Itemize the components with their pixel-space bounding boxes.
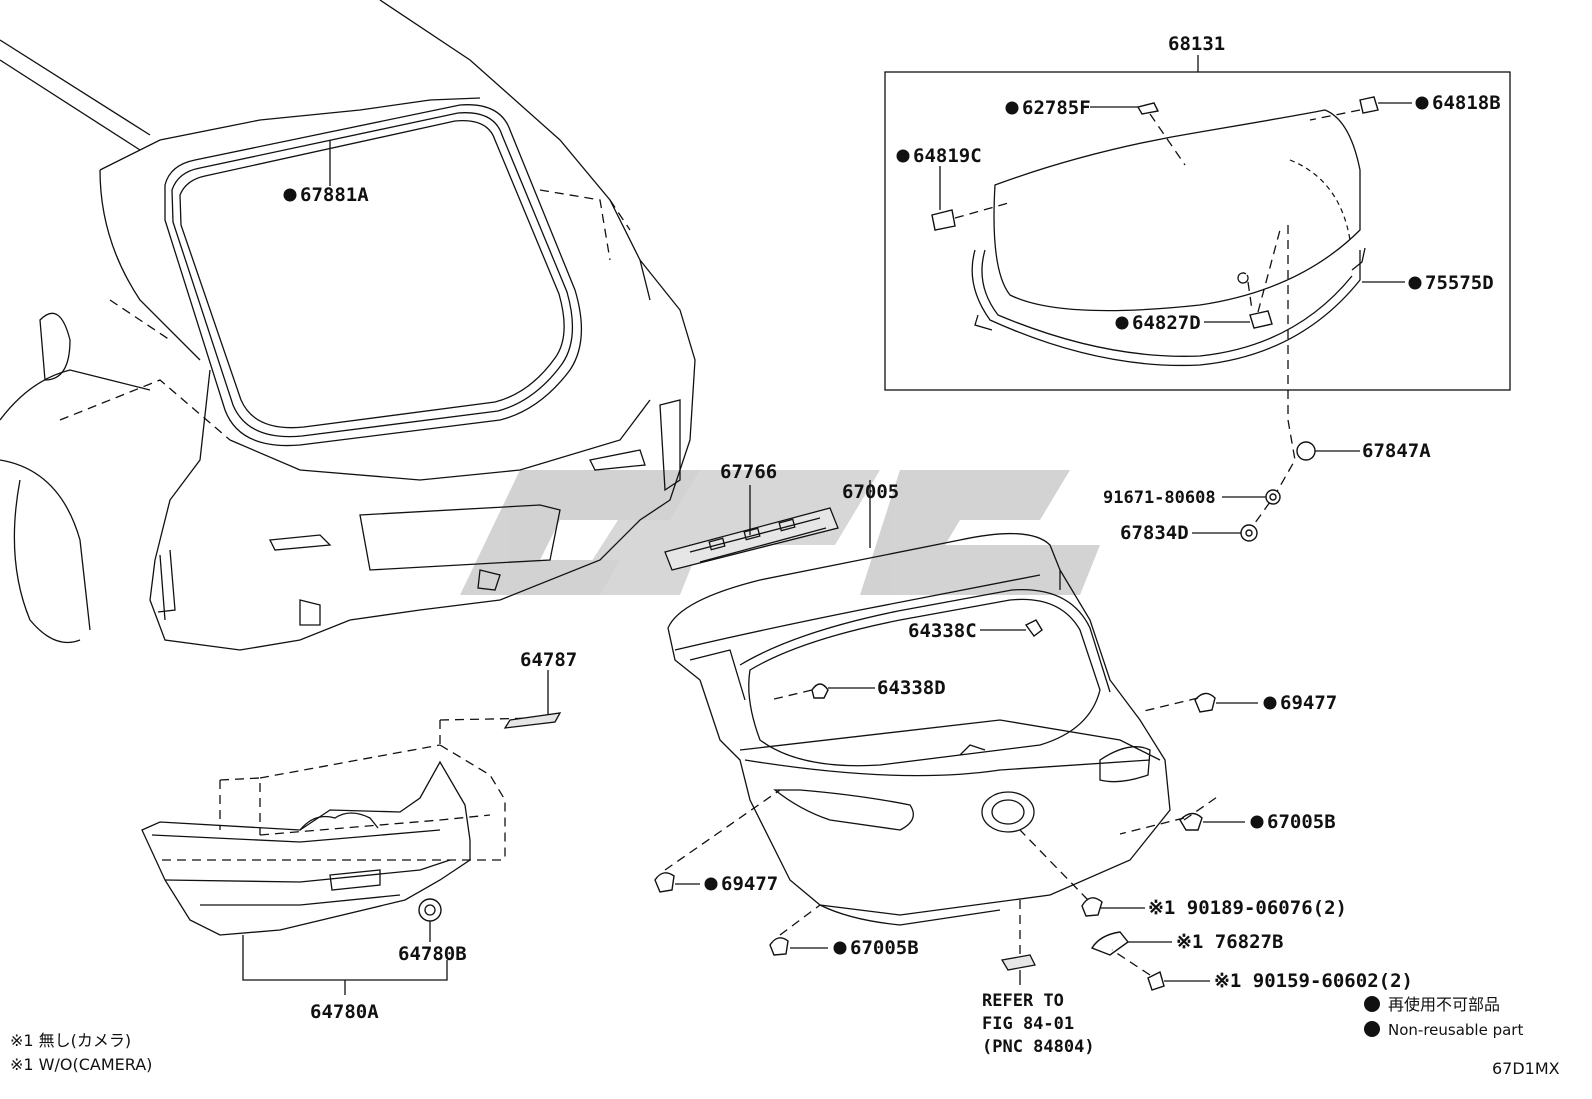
label-64819C: 64819C bbox=[913, 145, 982, 167]
diagram-code: 67D1MX bbox=[1492, 1059, 1560, 1078]
label-67766: 67766 bbox=[720, 461, 777, 483]
footnote-jp: ※1 無し(カメラ) bbox=[10, 1031, 131, 1050]
cushion-67005B-right bbox=[1119, 794, 1245, 835]
label-90159: ※1 90159-60602(2) bbox=[1214, 970, 1413, 992]
non-reusable-bullet-icon bbox=[1415, 96, 1429, 110]
clip-64338D bbox=[769, 683, 875, 701]
connector-reference bbox=[1000, 900, 1036, 985]
clip-64780B bbox=[418, 898, 442, 942]
back-door-panel bbox=[667, 480, 1171, 926]
label-62785F: 62785F bbox=[1022, 97, 1091, 119]
vehicle-body-outline bbox=[0, 0, 696, 651]
bolt-90159 bbox=[1111, 949, 1210, 991]
bracket-76827B bbox=[1090, 931, 1172, 956]
label-90189: ※1 90189-06076(2) bbox=[1148, 897, 1347, 919]
non-reusable-bullet-icon bbox=[1263, 696, 1277, 710]
callout-67005B-left: 67005B bbox=[833, 937, 919, 959]
non-reusable-bullet-icon bbox=[1408, 276, 1422, 290]
label-64818B: 64818B bbox=[1432, 92, 1501, 114]
callout-62785F: 62785F bbox=[1005, 97, 1091, 119]
clip-62785F bbox=[1090, 102, 1186, 166]
callout-67005B-right: 67005B bbox=[1250, 811, 1336, 833]
watermark-logo bbox=[460, 470, 1100, 595]
back-window-glass bbox=[164, 104, 583, 447]
non-reusable-bullet-icon bbox=[283, 188, 297, 202]
callout-64819C: 64819C bbox=[896, 145, 982, 167]
callout-67881A: 67881A bbox=[283, 140, 369, 206]
cushion-67005B-left bbox=[769, 904, 828, 956]
label-plate-64787 bbox=[503, 670, 562, 729]
clip-64338C bbox=[980, 619, 1043, 637]
non-reusable-bullet-icon bbox=[1005, 101, 1019, 115]
callout-64818B: 64818B bbox=[1415, 92, 1501, 114]
reference-line-2: FIG 84-01 bbox=[982, 1014, 1074, 1034]
clip-64818B bbox=[1309, 96, 1412, 121]
legend: 再使用不可部品 Non-reusable part bbox=[1364, 995, 1523, 1039]
legend-en: Non-reusable part bbox=[1388, 1021, 1523, 1039]
spoiler-shell bbox=[971, 109, 1366, 367]
reference-note: REFER TO FIG 84-01 (PNC 84804) bbox=[982, 991, 1095, 1057]
non-reusable-bullet-icon bbox=[833, 941, 847, 955]
cushion-69477-right bbox=[1139, 692, 1258, 713]
label-67834D: 67834D bbox=[1120, 522, 1189, 544]
label-69477-right: 69477 bbox=[1280, 692, 1337, 714]
non-reusable-bullet-icon bbox=[1115, 316, 1129, 330]
label-68131: 68131 bbox=[1168, 33, 1225, 55]
reference-line-1: REFER TO bbox=[982, 991, 1064, 1011]
lower-trim-64780A bbox=[141, 717, 541, 995]
label-64338D: 64338D bbox=[877, 677, 946, 699]
assembly-box-68131: 68131 bbox=[884, 33, 1511, 391]
label-67005: 67005 bbox=[842, 481, 899, 503]
label-76827B: ※1 76827B bbox=[1176, 931, 1283, 953]
cap-67847A bbox=[1296, 441, 1316, 461]
label-67881A: 67881A bbox=[300, 184, 369, 206]
clip-64819C bbox=[931, 166, 1013, 231]
non-reusable-bullet-icon bbox=[1364, 996, 1380, 1012]
label-64827D: 64827D bbox=[1132, 312, 1201, 334]
label-64780B: 64780B bbox=[398, 943, 467, 965]
fastener-chain bbox=[1192, 225, 1360, 542]
label-75575D: 75575D bbox=[1425, 272, 1494, 294]
non-reusable-bullet-icon bbox=[704, 877, 718, 891]
label-91671-80608: 91671-80608 bbox=[1103, 488, 1216, 508]
callout-75575D: 75575D bbox=[1408, 272, 1494, 294]
label-69477-left: 69477 bbox=[721, 873, 778, 895]
label-64780A: 64780A bbox=[310, 1001, 379, 1023]
footnote-en: ※1 W/O(CAMERA) bbox=[10, 1055, 152, 1074]
non-reusable-bullet-icon bbox=[1250, 815, 1264, 829]
cushion-69477-left bbox=[654, 789, 781, 893]
watermark-text: ɢᴏs bbox=[1, 0, 3, 2]
non-reusable-bullet-icon bbox=[1364, 1021, 1380, 1037]
label-67005B-left: 67005B bbox=[850, 937, 919, 959]
label-67005B-right: 67005B bbox=[1267, 811, 1336, 833]
label-67847A: 67847A bbox=[1362, 440, 1431, 462]
label-64787: 64787 bbox=[520, 649, 577, 671]
reference-line-3: (PNC 84804) bbox=[982, 1037, 1095, 1057]
clip-90189 bbox=[1019, 829, 1145, 917]
callout-64827D: 64827D bbox=[1115, 312, 1201, 334]
callout-69477-right: 69477 bbox=[1263, 692, 1337, 714]
label-64338C: 64338C bbox=[908, 620, 977, 642]
callout-69477-left: 69477 bbox=[704, 873, 778, 895]
legend-jp: 再使用不可部品 bbox=[1388, 995, 1500, 1014]
non-reusable-bullet-icon bbox=[896, 149, 910, 163]
clip-64827D bbox=[1204, 229, 1281, 329]
bracket-67766 bbox=[664, 485, 839, 571]
